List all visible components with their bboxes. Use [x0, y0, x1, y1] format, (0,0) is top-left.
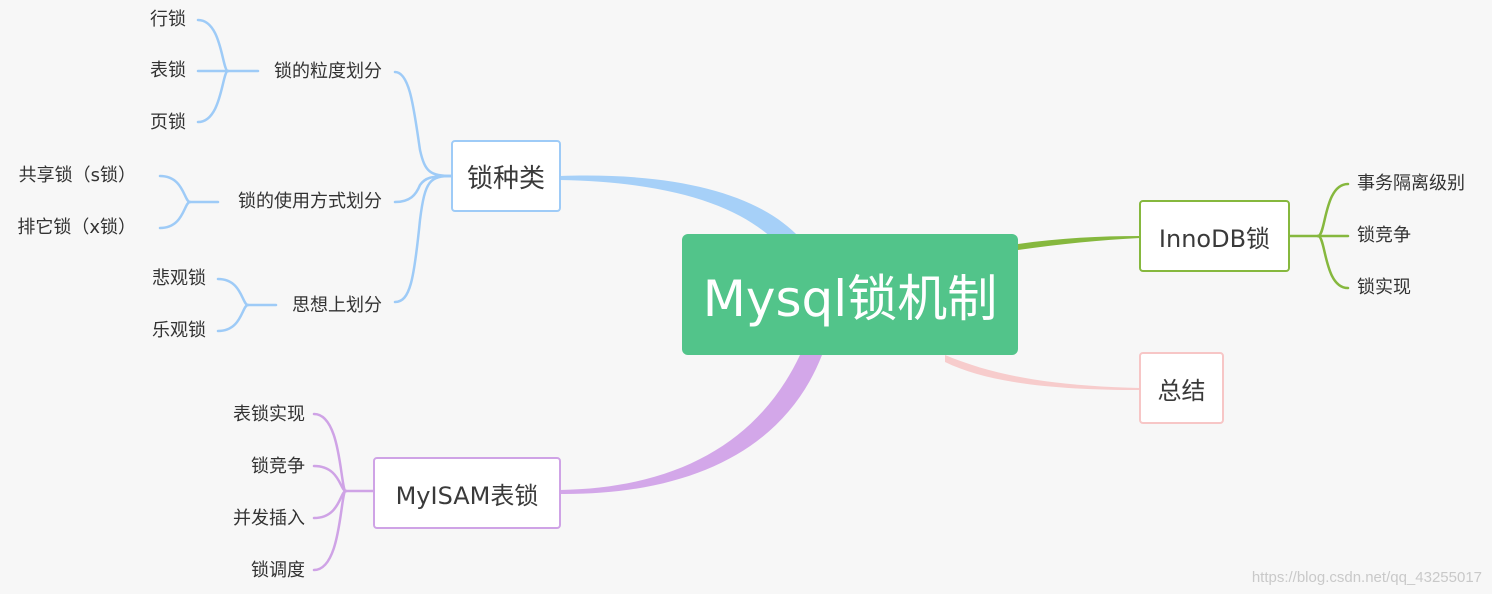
item-table-lock[interactable]: 表锁 [150, 60, 186, 81]
connector-root-to-summary [945, 355, 1140, 390]
connectors-thinking [216, 277, 278, 333]
branch-lock-types[interactable]: 锁种类 [451, 140, 561, 212]
group-granularity[interactable]: 锁的粒度划分 [274, 61, 382, 82]
group-usage[interactable]: 锁的使用方式划分 [238, 191, 382, 212]
group-thinking[interactable]: 思想上划分 [292, 295, 382, 316]
item-page-lock[interactable]: 页锁 [150, 112, 186, 133]
connector-root-to-lock-types [560, 175, 800, 238]
branch-summary[interactable]: 总结 [1139, 352, 1224, 424]
connector-root-to-myisam [560, 355, 822, 495]
branch-summary-label: 总结 [1157, 376, 1206, 405]
connectors-granularity [196, 18, 260, 124]
connector-root-to-innodb [1018, 236, 1140, 250]
connectors-usage [158, 174, 220, 230]
watermark: https://blog.csdn.net/qq_43255017 [1251, 569, 1482, 586]
item-shared-lock[interactable]: 共享锁（s锁） [18, 165, 136, 186]
item-myisam-contention[interactable]: 锁竞争 [251, 456, 305, 477]
item-optimistic-lock[interactable]: 乐观锁 [152, 320, 206, 341]
branch-lock-types-label: 锁种类 [466, 163, 545, 194]
branch-innodb-label: InnoDB锁 [1158, 224, 1271, 253]
item-innodb-contention[interactable]: 锁竞争 [1357, 225, 1411, 246]
item-pessimistic-lock[interactable]: 悲观锁 [152, 268, 206, 289]
item-row-lock[interactable]: 行锁 [150, 9, 186, 30]
branch-myisam-label: MyISAM表锁 [395, 481, 539, 510]
branch-innodb[interactable]: InnoDB锁 [1139, 200, 1290, 272]
branch-myisam[interactable]: MyISAM表锁 [373, 457, 561, 529]
item-exclusive-lock[interactable]: 排它锁（x锁） [17, 217, 136, 238]
item-myisam-scheduling[interactable]: 锁调度 [251, 560, 305, 581]
root-label: Mysql锁机制 [702, 269, 998, 328]
root-node[interactable]: Mysql锁机制 [682, 234, 1018, 355]
connectors-lock-types [393, 70, 454, 304]
connectors-innodb [1288, 182, 1350, 290]
item-innodb-isolation[interactable]: 事务隔离级别 [1357, 173, 1465, 194]
item-innodb-impl[interactable]: 锁实现 [1357, 277, 1411, 298]
item-myisam-concurrent-insert[interactable]: 并发插入 [233, 508, 305, 529]
item-myisam-impl[interactable]: 表锁实现 [233, 404, 305, 425]
connectors-myisam [312, 412, 376, 572]
